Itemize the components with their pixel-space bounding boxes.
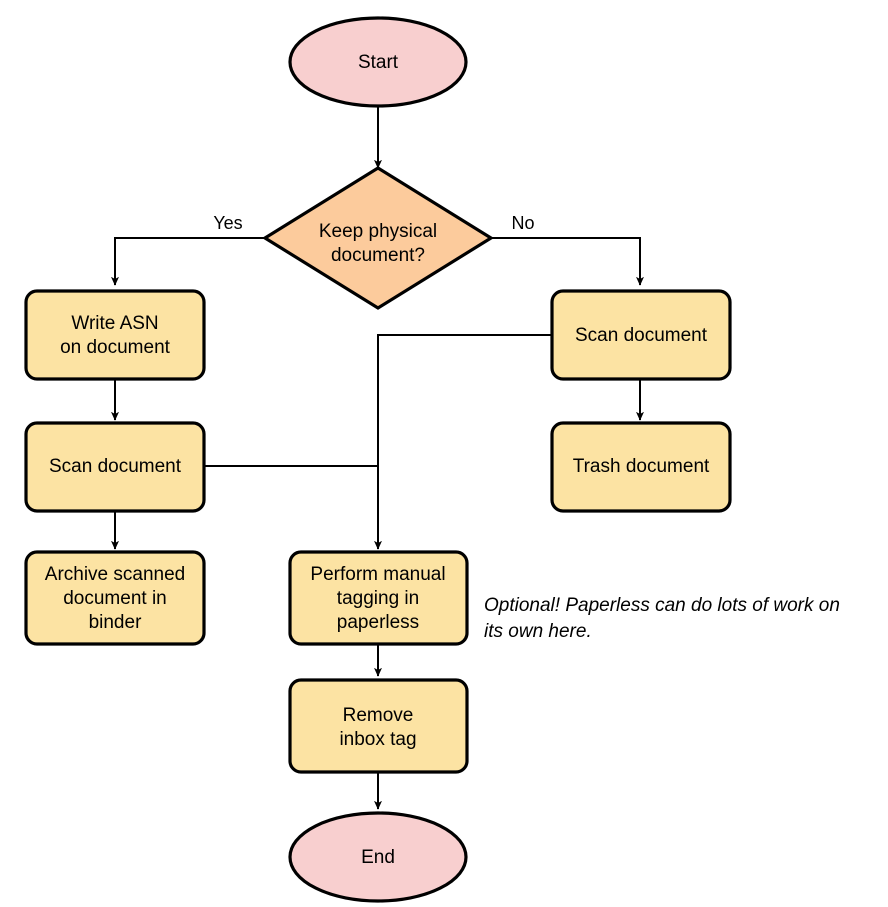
manual-tagging-label-line2: tagging in [337, 588, 419, 609]
trash-document-label: Trash document [573, 456, 710, 477]
node-start[interactable]: Start [288, 16, 468, 108]
node-trash-document[interactable]: Trash document [550, 421, 732, 513]
write-asn-label-line2: on document [60, 337, 171, 358]
decision-diamond-shape [261, 166, 495, 310]
node-scan-document-right[interactable]: Scan document [550, 289, 732, 381]
node-write-asn-on-document[interactable]: Write ASN on document [24, 289, 206, 381]
end-ellipse-shape [288, 811, 468, 903]
archive-box-shape [24, 550, 206, 646]
archive-label-line2: document in [63, 588, 167, 609]
note-line-2: its own here. [484, 621, 592, 642]
node-archive-scanned-document[interactable]: Archive scanned document in binder [24, 550, 206, 646]
scan-document-right-label: Scan document [575, 325, 708, 346]
archive-label-line1: Archive scanned [45, 564, 185, 585]
edge-decision-yes-to-write-asn [111, 237, 265, 286]
end-label: End [361, 847, 395, 868]
edge-scan-right-to-manual-tagging [374, 334, 552, 550]
node-remove-inbox-tag[interactable]: Remove inbox tag [288, 678, 469, 774]
trash-document-box-shape [550, 421, 732, 513]
scan-document-left-label: Scan document [49, 456, 182, 477]
archive-label-line3: binder [89, 612, 142, 633]
scan-document-left-box-shape [24, 421, 206, 513]
edge-label-no: No [511, 213, 534, 233]
manual-tagging-label-line1: Perform manual [310, 564, 445, 585]
node-decision-keep-physical-document[interactable]: Keep physical document? [261, 166, 495, 310]
edge-decision-no-to-scan-right [491, 237, 644, 286]
note-line-1: Optional! Paperless can do lots of work … [484, 595, 840, 616]
start-label: Start [358, 52, 399, 73]
manual-tagging-label-line3: paperless [337, 612, 419, 633]
scan-document-right-box-shape [550, 289, 732, 381]
decision-label-line2: document? [331, 245, 425, 266]
connector-layer [111, 103, 644, 810]
write-asn-box-shape [24, 289, 206, 381]
remove-inbox-label-line2: inbox tag [339, 729, 416, 750]
remove-inbox-label-line1: Remove [343, 705, 414, 726]
node-perform-manual-tagging[interactable]: Perform manual tagging in paperless [288, 550, 469, 646]
node-end[interactable]: End [288, 811, 468, 903]
node-scan-document-left[interactable]: Scan document [24, 421, 206, 513]
write-asn-label-line1: Write ASN [71, 313, 158, 334]
start-ellipse-shape [288, 16, 468, 108]
decision-label-line1: Keep physical [319, 221, 437, 242]
remove-inbox-box-shape [288, 678, 469, 774]
annotation-note: Optional! Paperless can do lots of work … [484, 595, 840, 642]
edge-label-yes: Yes [213, 213, 242, 233]
manual-tagging-box-shape [288, 550, 469, 646]
